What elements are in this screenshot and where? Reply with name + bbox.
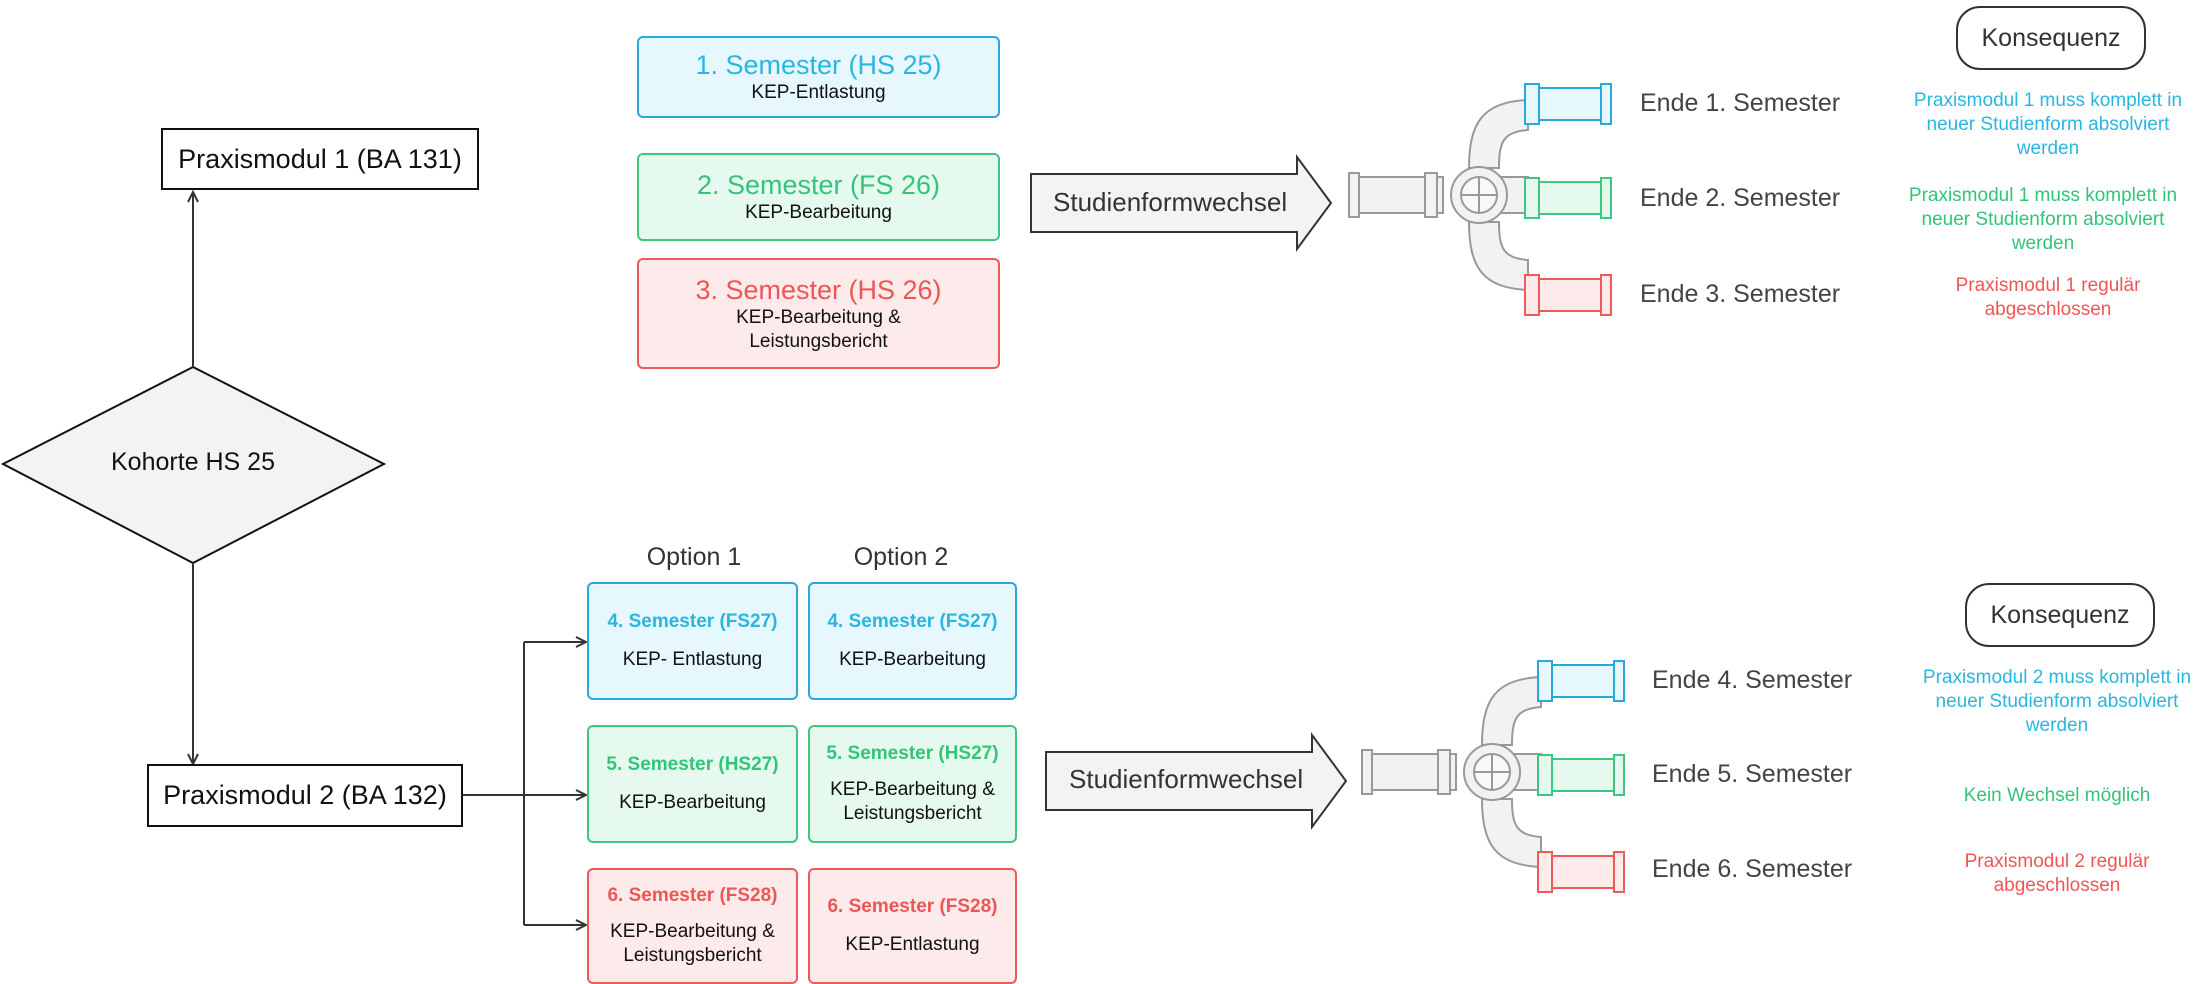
ende-1-label: Ende 1. Semester (1640, 89, 1841, 117)
semester-2-sub: KEP-Bearbeitung (745, 202, 892, 223)
semester-3-box: 3. Semester (HS 26) KEP-Bearbeitung & Le… (637, 258, 1000, 369)
option2-semester-6-box: 6. Semester (FS28) KEP-Entlastung (808, 868, 1017, 984)
semester-2-title: 2. Semester (FS 26) (696, 170, 941, 200)
big-arrow-bottom (1045, 731, 1348, 831)
consequence-4: Praxismodul 2 muss komplett in neuer Stu… (1922, 667, 2192, 736)
option1-semester-6-sub: KEP-Bearbeitung & Leistungsbericht (610, 921, 775, 966)
cohort-label: Kohorte HS 25 (111, 448, 275, 476)
option1-semester-5-sub: KEP-Bearbeitung (619, 792, 766, 813)
option1-semester-5-box: 5. Semester (HS27) KEP-Bearbeitung (587, 725, 798, 843)
consequence-5: Kein Wechsel möglich (1963, 785, 2151, 806)
praxismodul-2-label: Praxismodul 2 (BA 132) (163, 780, 447, 810)
option2-semester-4-box: 4. Semester (FS27) KEP-Bearbeitung (808, 582, 1017, 700)
praxismodul-2-box: Praxismodul 2 (BA 132) (147, 764, 463, 827)
pipe-valve-bottom (1361, 660, 1625, 893)
konsequenz-top-label: Konsequenz (1981, 23, 2121, 52)
consequence-6: Praxismodul 2 regulär abgeschlossen (1964, 851, 2150, 896)
semester-3-title: 3. Semester (HS 26) (695, 274, 942, 305)
option2-semester-6-sub: KEP-Entlastung (845, 934, 980, 955)
option2-semester-5-title: 5. Semester (HS27) (826, 743, 999, 764)
ende-6-label: Ende 6. Semester (1652, 855, 1853, 883)
pipe-valve-top (1348, 83, 1612, 316)
option2-semester-5-box: 5. Semester (HS27) KEP-Bearbeitung & Lei… (808, 725, 1017, 843)
option2-semester-4-title: 4. Semester (FS27) (827, 611, 998, 632)
consequence-3: Praxismodul 1 regulär abgeschlossen (1955, 275, 2141, 320)
option1-semester-4-sub: KEP- Entlastung (622, 649, 763, 670)
option1-semester-4-box: 4. Semester (FS27) KEP- Entlastung (587, 582, 798, 700)
studienformwechsel-top-label: Studienformwechsel (1053, 187, 1288, 217)
option2-semester-4-sub: KEP-Bearbeitung (839, 649, 986, 670)
option2-semester-5-sub: KEP-Bearbeitung & Leistungsbericht (830, 779, 995, 824)
option-1-label: Option 1 (646, 543, 742, 571)
option1-semester-6-title: 6. Semester (FS28) (607, 885, 778, 906)
consequence-2: Praxismodul 1 muss komplett in neuer Stu… (1908, 185, 2178, 254)
semester-1-sub: KEP-Entlastung (751, 82, 886, 103)
option1-semester-6-box: 6. Semester (FS28) KEP-Bearbeitung & Lei… (587, 868, 798, 984)
option1-semester-4-title: 4. Semester (FS27) (607, 611, 778, 632)
konsequenz-bottom-label: Konsequenz (1990, 600, 2130, 629)
option2-semester-6-title: 6. Semester (FS28) (827, 896, 998, 917)
praxismodul-1-box: Praxismodul 1 (BA 131) (161, 128, 479, 190)
option1-semester-5-title: 5. Semester (HS27) (606, 754, 779, 775)
option-2-label: Option 2 (853, 543, 949, 571)
ende-3-label: Ende 3. Semester (1640, 280, 1841, 308)
semester-1-box: 1. Semester (HS 25) KEP-Entlastung (637, 36, 1000, 118)
semester-1-title: 1. Semester (HS 25) (695, 50, 942, 80)
ende-2-label: Ende 2. Semester (1640, 184, 1841, 212)
konsequenz-top-badge: Konsequenz (1956, 6, 2146, 70)
ende-4-label: Ende 4. Semester (1652, 666, 1853, 694)
studienformwechsel-bottom-label: Studienformwechsel (1069, 764, 1304, 794)
big-arrow-top (1030, 153, 1333, 253)
semester-2-box: 2. Semester (FS 26) KEP-Bearbeitung (637, 153, 1000, 241)
consequence-1: Praxismodul 1 muss komplett in neuer Stu… (1913, 90, 2183, 159)
konsequenz-bottom-badge: Konsequenz (1965, 583, 2155, 647)
praxismodul-1-label: Praxismodul 1 (BA 131) (178, 143, 462, 174)
ende-5-label: Ende 5. Semester (1652, 760, 1853, 788)
semester-3-sub: KEP-Bearbeitung & Leistungsbericht (736, 306, 901, 352)
